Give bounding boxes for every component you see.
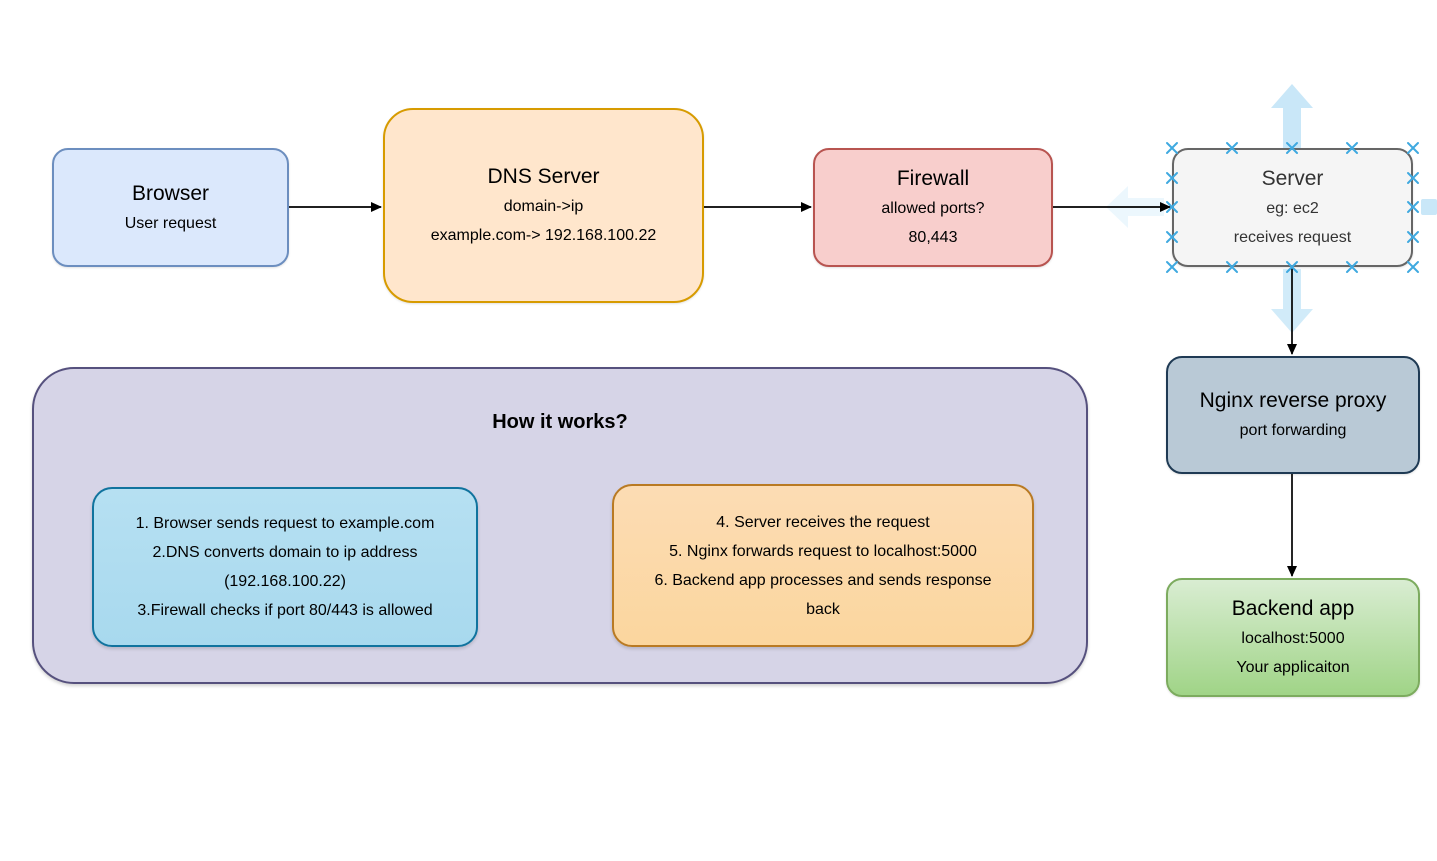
step-line: 1. Browser sends request to example.com bbox=[135, 515, 435, 532]
node-line: 80,443 bbox=[908, 229, 958, 246]
steps-box-4-6[interactable]: 4. Server receives the request 5. Nginx … bbox=[612, 484, 1034, 647]
connection-point-icon[interactable] bbox=[1166, 142, 1178, 154]
how-it-works-container[interactable]: How it works? 1. Browser sends request t… bbox=[32, 367, 1088, 684]
steps-box-1-3[interactable]: 1. Browser sends request to example.com … bbox=[92, 487, 478, 647]
direction-up-arrow-icon[interactable] bbox=[1271, 84, 1313, 148]
node-line: receives request bbox=[1233, 229, 1352, 246]
node-title: Firewall bbox=[896, 167, 970, 190]
node-title: Browser bbox=[131, 181, 210, 205]
connection-point-icon[interactable] bbox=[1166, 261, 1178, 273]
node-title: Nginx reverse proxy bbox=[1199, 389, 1387, 412]
node-nginx-reverse-proxy[interactable]: Nginx reverse proxy port forwarding bbox=[1166, 356, 1420, 474]
container-title: How it works? bbox=[492, 411, 628, 433]
node-server-ec2[interactable]: Server eg: ec2 receives request bbox=[1172, 148, 1413, 267]
connection-point-icon[interactable] bbox=[1407, 261, 1419, 273]
step-line: 5. Nginx forwards request to localhost:5… bbox=[669, 542, 977, 560]
direction-down-arrow-icon[interactable] bbox=[1271, 269, 1313, 333]
node-firewall[interactable]: Firewall allowed ports? 80,443 bbox=[813, 148, 1053, 267]
connection-point-icon[interactable] bbox=[1407, 142, 1419, 154]
node-line: example.com-> 192.168.100.22 bbox=[430, 227, 657, 244]
step-line: back bbox=[806, 600, 840, 618]
node-backend-app[interactable]: Backend app localhost:5000 Your applicai… bbox=[1166, 578, 1420, 697]
node-dns-server[interactable]: DNS Server domain->ip example.com-> 192.… bbox=[383, 108, 704, 303]
step-line: 6. Backend app processes and sends respo… bbox=[654, 571, 992, 589]
direction-right-arrow-icon[interactable] bbox=[1421, 199, 1437, 215]
node-title: Server bbox=[1261, 167, 1324, 190]
direction-left-arrow-icon[interactable] bbox=[1106, 186, 1164, 228]
step-line: 2.DNS converts domain to ip address bbox=[152, 544, 418, 561]
node-line: eg: ec2 bbox=[1266, 200, 1319, 217]
step-line: 3.Firewall checks if port 80/443 is allo… bbox=[137, 602, 433, 619]
node-line: User request bbox=[124, 214, 217, 232]
step-line: (192.168.100.22) bbox=[224, 573, 346, 590]
node-line: Your applicaiton bbox=[1236, 659, 1350, 676]
step-line: 4. Server receives the request bbox=[716, 513, 930, 531]
node-line: port forwarding bbox=[1239, 422, 1347, 439]
node-line: allowed ports? bbox=[881, 200, 985, 217]
node-title: Backend app bbox=[1231, 597, 1355, 620]
node-title: DNS Server bbox=[487, 165, 600, 188]
node-browser[interactable]: Browser User request bbox=[52, 148, 289, 267]
node-line: localhost:5000 bbox=[1241, 630, 1345, 647]
node-line: domain->ip bbox=[503, 198, 584, 215]
